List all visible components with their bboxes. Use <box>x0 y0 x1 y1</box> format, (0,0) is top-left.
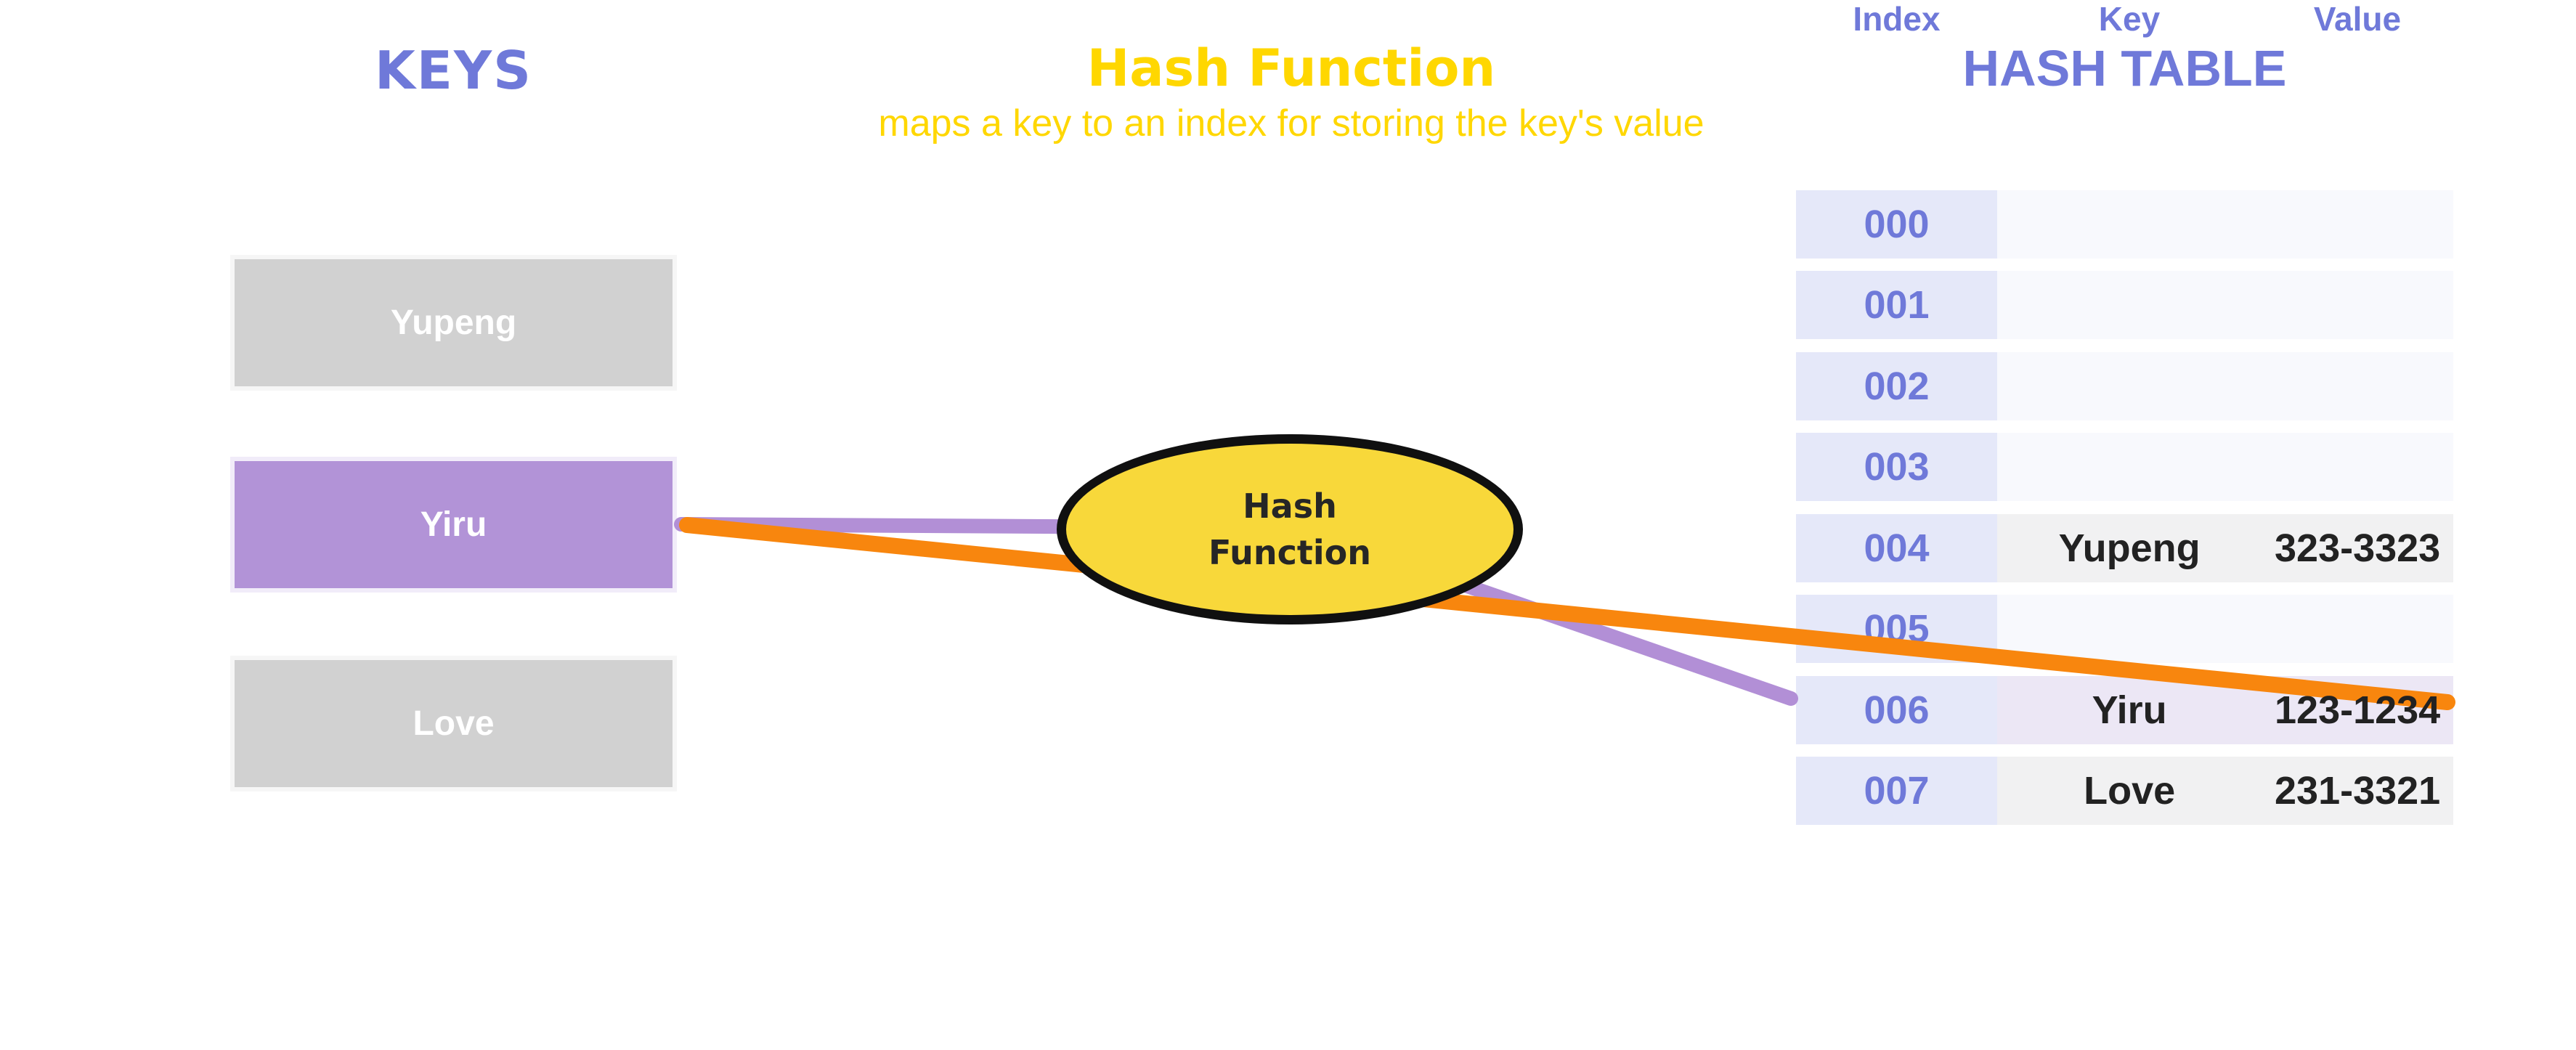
key-value-cell <box>1997 271 2453 339</box>
value-text: 231-3321 <box>2275 769 2441 813</box>
index-value: 004 <box>1864 526 1930 570</box>
hash-function-title: Hash Function <box>1086 38 1496 98</box>
hash-function-node-label-line2: Function <box>1208 533 1371 572</box>
key-box-love: Love <box>230 656 677 791</box>
hash-function-node: Hash Function <box>1057 434 1523 624</box>
hash-table-title: HASH TABLE <box>1962 40 2287 97</box>
keys-panel-title: KEYS <box>375 40 532 101</box>
index-value: 006 <box>1864 688 1930 732</box>
index-value: 000 <box>1864 203 1930 246</box>
key-text: Yiru <box>2092 688 2167 732</box>
index-value: 001 <box>1864 283 1930 327</box>
key-box-label: Yupeng <box>390 304 517 342</box>
key-box-yiru: Yiru <box>230 457 677 593</box>
index-cell: 000 <box>1796 190 1997 259</box>
index-value: 002 <box>1864 365 1930 408</box>
table-row: 007 Love 231-3321 <box>1796 757 2453 825</box>
value-text: 323-3323 <box>2275 526 2441 570</box>
column-header-index: Index <box>1853 0 1941 38</box>
key-value-cell <box>1997 433 2453 501</box>
column-header-value: Value <box>2313 0 2402 38</box>
index-cell: 002 <box>1796 352 1997 420</box>
key-box-label: Yiru <box>420 505 487 544</box>
key-value-cell <box>1997 190 2453 259</box>
hash-function-node-label-line1: Hash <box>1243 487 1337 526</box>
key-value-cell <box>1997 352 2453 420</box>
table-row: 005 <box>1796 595 2453 663</box>
index-cell: 005 <box>1796 595 1997 663</box>
index-value: 005 <box>1864 607 1930 651</box>
index-cell: 004 <box>1796 514 1997 582</box>
index-value: 003 <box>1864 445 1930 489</box>
column-header-key: Key <box>2098 0 2161 38</box>
key-box-yupeng: Yupeng <box>230 255 677 391</box>
value-text: 123-1234 <box>2275 688 2441 732</box>
key-value-cell <box>1997 595 2453 663</box>
index-cell: 003 <box>1796 433 1997 501</box>
key-box-label: Love <box>413 704 495 743</box>
index-cell: 006 <box>1796 676 1997 744</box>
table-row: 001 <box>1796 271 2453 339</box>
index-value: 007 <box>1864 769 1930 813</box>
key-value-cell: Yupeng 323-3323 <box>1997 514 2453 582</box>
table-row-highlighted: 006 Yiru 123-1234 <box>1796 676 2453 744</box>
key-text: Love <box>2084 769 2176 813</box>
key-value-cell: Love 231-3321 <box>1997 757 2453 825</box>
table-row: 004 Yupeng 323-3323 <box>1796 514 2453 582</box>
key-text: Yupeng <box>2058 526 2201 570</box>
table-row: 003 <box>1796 433 2453 501</box>
index-cell: 007 <box>1796 757 1997 825</box>
key-value-cell: Yiru 123-1234 <box>1997 676 2453 744</box>
hash-function-subtitle: maps a key to an index for storing the k… <box>878 102 1705 145</box>
index-cell: 001 <box>1796 271 1997 339</box>
table-row: 002 <box>1796 352 2453 420</box>
table-row: 000 <box>1796 190 2453 259</box>
